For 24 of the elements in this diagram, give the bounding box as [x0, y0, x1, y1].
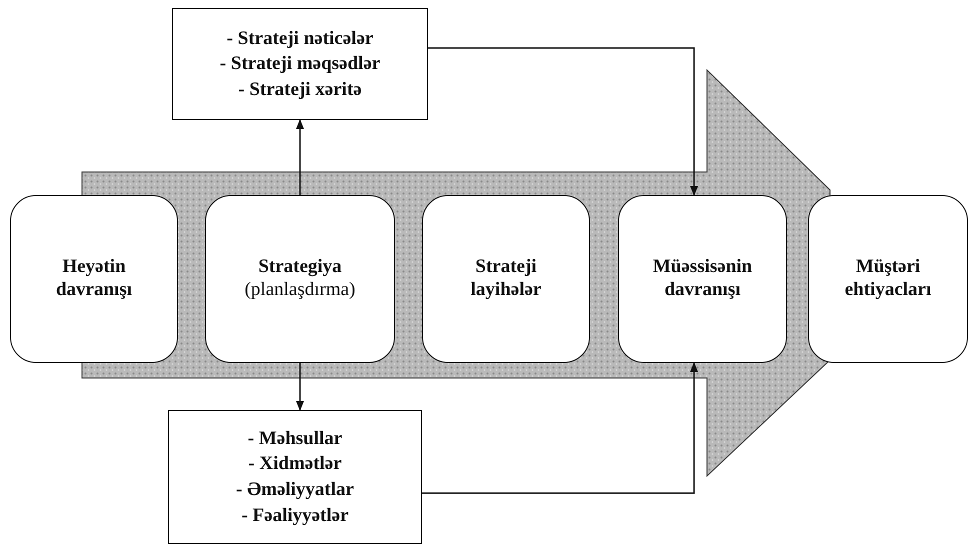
- list-item: - Strateji nəticələr: [226, 26, 374, 51]
- list-box: [172, 8, 428, 120]
- arrow: [296, 119, 304, 195]
- box-label: Strategiya: [258, 256, 342, 279]
- list-item: - Məhsullar: [248, 426, 342, 451]
- list-box: [168, 410, 422, 544]
- list-item: - Strateji xəritə: [238, 78, 362, 102]
- rounded-box: [10, 195, 178, 363]
- rounded-box: [808, 195, 968, 363]
- box-label: Müştəri ehtiyacları: [844, 256, 932, 302]
- box-label: Müəssisənin davranışı: [652, 256, 754, 302]
- arrow: [296, 363, 304, 411]
- list-item: - Fəaliyyətlər: [241, 504, 349, 528]
- rounded-box: [422, 195, 590, 363]
- list-item: - Əməliyyatlar: [236, 478, 354, 502]
- arrow: [428, 47, 698, 196]
- arrow: [422, 362, 698, 494]
- rounded-box: [618, 195, 787, 363]
- list-item: - Strateji məqsədlər: [220, 52, 380, 76]
- rounded-box: [205, 195, 395, 363]
- box-label: Strateji layihələr: [470, 256, 542, 302]
- box-label: (planlaşdırma): [244, 279, 356, 302]
- list-item: - Xidmətlər: [248, 452, 342, 476]
- box-label: Heyətin davranışı: [54, 256, 134, 302]
